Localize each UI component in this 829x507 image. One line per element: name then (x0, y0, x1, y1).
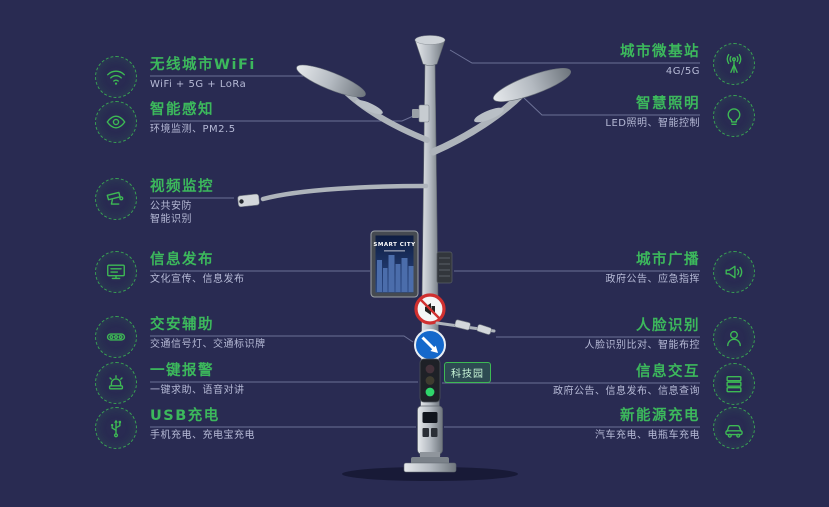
feature-title: 新能源充电 (620, 408, 700, 424)
feature-title: 视频监控 (150, 179, 214, 195)
feature-title: 智能感知 (150, 102, 214, 118)
feature-title: 一键报警 (150, 363, 214, 379)
feature-subtitle: 公共安防 (150, 201, 192, 212)
feature-title: 人脸识别 (636, 318, 700, 334)
feature-item-usb: USB充电 手机充电、充电宝充电 (95, 407, 255, 449)
feature-title: 城市微基站 (620, 44, 700, 60)
feature-subtitle: LED照明、智能控制 (605, 118, 700, 129)
feature-title: 智慧照明 (636, 96, 700, 112)
feature-item-alarm: 一键报警 一键求助、语音对讲 (95, 362, 245, 404)
feature-subtitle: 政府公告、应急指挥 (605, 274, 700, 285)
feature-subtitle: 手机充电、充电宝充电 (150, 430, 255, 441)
feature-item-ev-charging: 新能源充电 汽车充电、电瓶车充电 (595, 407, 755, 449)
feature-item-traffic-aid: 交安辅助 交通信号灯、交通标识牌 (95, 316, 266, 358)
traffic-light (419, 358, 441, 403)
connector-lighting (523, 97, 700, 116)
feature-subtitle: 一键求助、语音对讲 (150, 385, 245, 396)
feature-item-broadcast: 城市广播 政府公告、应急指挥 (605, 251, 755, 293)
broadcast-speaker (436, 251, 453, 284)
cctv-camera-icon (95, 178, 137, 220)
feature-item-sensing: 智能感知 环境监测、PM2.5 (95, 101, 236, 143)
feature-subtitle: 人脸识别比对、智能布控 (584, 340, 700, 351)
wifi-icon (95, 56, 137, 98)
connector-lines (150, 49, 700, 428)
feature-title: 城市广播 (636, 252, 700, 268)
feature-subtitle-2: 智能识别 (150, 214, 192, 225)
connector-basestation (449, 49, 700, 64)
feature-subtitle: 文化宣传、信息发布 (150, 274, 245, 285)
ground-shadow (342, 467, 518, 481)
loudspeaker-icon (713, 251, 755, 293)
face-recognition-cameras (435, 319, 496, 335)
feature-title: USB充电 (150, 408, 220, 424)
feature-item-info-publish: 信息发布 文化宣传、信息发布 (95, 251, 245, 293)
pole-base (403, 452, 457, 473)
charging-cabinet (417, 405, 443, 455)
feature-title: 信息交互 (636, 364, 700, 380)
display-screen-icon (95, 251, 137, 293)
direction-arrow-sign (414, 329, 446, 361)
environment-sensor (412, 104, 430, 123)
feature-item-face-id: 人脸识别 人脸识别比对、智能布控 (584, 317, 755, 359)
traffic-signal-icon (95, 316, 137, 358)
feature-title: 交安辅助 (150, 317, 214, 333)
feature-subtitle: 汽车充电、电瓶车充电 (595, 430, 700, 441)
feature-item-cctv: 视频监控 公共安防 智能识别 (95, 178, 214, 226)
light-bulb-icon (713, 95, 755, 137)
usb-icon (95, 407, 137, 449)
left-lamp-arm (296, 64, 430, 143)
screen-title: SMART CITY (373, 242, 416, 248)
feature-subtitle: WiFi + 5G + LoRa (150, 79, 247, 90)
crown-lamp (414, 35, 446, 66)
feature-title: 信息发布 (150, 252, 214, 268)
sensor-eye-icon (95, 101, 137, 143)
connector-traffic (150, 335, 414, 343)
feature-subtitle: 4G/5G (665, 66, 700, 77)
feature-subtitle: 政府公告、信息发布、信息查询 (553, 386, 700, 397)
feature-item-lighting: 智慧照明 LED照明、智能控制 (605, 95, 755, 137)
feature-subtitle: 交通信号灯、交通标识牌 (150, 339, 266, 350)
feature-item-wifi: 无线城市WiFi WiFi + 5G + LoRa (95, 56, 256, 98)
no-horn-sign (414, 293, 446, 325)
antenna-tower-icon (713, 43, 755, 85)
right-lamp-arm (429, 68, 571, 156)
info-display-screen: SMART CITY (370, 230, 419, 298)
feature-title: 无线城市WiFi (150, 57, 256, 73)
feature-subtitle: 环境监测、PM2.5 (150, 124, 236, 135)
feature-item-basestation: 城市微基站 4G/5G (620, 43, 755, 85)
ev-car-icon (713, 407, 755, 449)
info-panels-icon (713, 363, 755, 405)
feature-item-interaction: 信息交互 政府公告、信息发布、信息查询 (553, 363, 755, 405)
face-id-icon (713, 317, 755, 359)
tech-park-badge: 科技园 (444, 362, 491, 383)
alarm-siren-icon (95, 362, 137, 404)
surveillance-camera (237, 183, 429, 208)
